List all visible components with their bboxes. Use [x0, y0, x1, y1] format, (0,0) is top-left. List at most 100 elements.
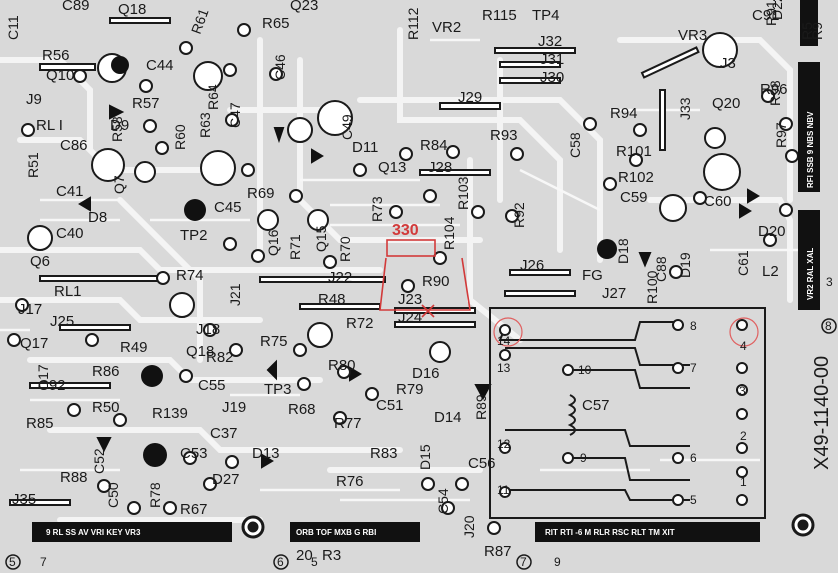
ref-tp3: TP3 — [264, 381, 292, 398]
ref-j28: J28 — [428, 159, 452, 176]
ref-d11: D11 — [352, 139, 378, 156]
ref-c44: C44 — [146, 57, 174, 74]
ref-r89: R89 — [473, 394, 489, 420]
ref-j27: J27 — [602, 285, 626, 302]
ref-j30: J30 — [540, 69, 564, 86]
ref-r85: R85 — [26, 415, 54, 432]
ref-c60: C60 — [704, 193, 732, 210]
ref-tp4: TP4 — [532, 7, 560, 24]
ref-r51: R51 — [25, 152, 41, 178]
ref-j3: J3 — [720, 55, 736, 72]
ref-q18: Q18 — [186, 343, 214, 360]
component-bodies — [27, 32, 741, 363]
ref-j19: J19 — [222, 399, 246, 416]
ref-q17: Q17 — [20, 335, 48, 352]
ref-r77: R77 — [334, 415, 362, 432]
ref-r88: R88 — [60, 469, 88, 486]
ref-20: 20 — [296, 547, 313, 564]
ref-r84: R84 — [420, 137, 448, 154]
ref-c88: C88 — [653, 256, 669, 282]
ref-d15: D15 — [417, 444, 433, 470]
ref-j22: J22 — [328, 269, 352, 286]
ref-q18: Q18 — [118, 1, 146, 18]
ref-c50: C50 — [105, 482, 121, 508]
ref-q20: Q20 — [712, 95, 740, 112]
ref-c57: C57 — [582, 397, 610, 414]
ref-q6: Q6 — [30, 253, 50, 270]
ref-r57: R57 — [132, 95, 160, 112]
ref-rli: RL I — [36, 117, 63, 134]
pin-marker: 5 — [9, 555, 16, 569]
ref-r49: R49 — [120, 339, 148, 356]
ref-r82: R82 — [206, 349, 234, 366]
relay-pin: 10 — [578, 363, 592, 377]
ref-j18: J18 — [196, 321, 220, 338]
ref-r94: R94 — [610, 105, 638, 122]
ref-r56: R56 — [42, 47, 70, 64]
ref-r96: R96 — [760, 81, 788, 98]
ref-c89: C89 — [62, 0, 90, 14]
ref-q23: Q23 — [290, 0, 318, 14]
ref-j26: J26 — [520, 257, 544, 274]
ref-c59: C59 — [620, 189, 648, 206]
ref-r101: R101 — [616, 143, 652, 160]
ref-c54: C54 — [435, 488, 451, 514]
diode-symbols — [78, 104, 760, 469]
relay-pin-circles — [493, 317, 759, 347]
relay-rl1 — [489, 307, 766, 519]
ref-r76: R76 — [336, 473, 364, 490]
relay-pin: 14 — [497, 334, 511, 348]
tp2-pad — [184, 199, 206, 221]
connector-strips — [32, 0, 820, 542]
ref-c55: C55 — [198, 377, 226, 394]
ref-r93: R93 — [490, 127, 518, 144]
ref-r112: R112 — [405, 7, 421, 40]
ref-d19: D19 — [677, 252, 693, 278]
component-fills — [111, 56, 617, 467]
ref-c47: C47 — [227, 102, 243, 128]
relay-pin: 13 — [497, 361, 511, 375]
ref-r67: R67 — [180, 501, 208, 518]
ref-r102: R102 — [618, 169, 654, 186]
ref-d20: D20 — [758, 223, 786, 240]
ref-vr3: VR3 — [678, 27, 707, 44]
pin-marker: 6 — [277, 555, 284, 569]
relay-pin-numbers: 14 8 4 13 10 7 3 12 9 6 2 11 5 1 — [497, 319, 747, 507]
note-330: 330 — [392, 222, 419, 239]
ref-l2: L2 — [762, 263, 779, 280]
ref-q13: Q13 — [378, 159, 406, 176]
strip-bottom-left: 9 RL SS AV VRI KEY VR3 — [46, 528, 141, 537]
ref-r63: R63 — [197, 112, 213, 138]
ref-r68: R68 — [288, 401, 316, 418]
relay-pin: 1 — [740, 475, 747, 489]
ref-c61: C61 — [735, 250, 751, 276]
ref-d17: D17 — [35, 364, 51, 390]
pin-marker: 7 — [520, 555, 527, 569]
ref-j25: J25 — [50, 313, 74, 330]
relay-pin: 6 — [690, 451, 697, 465]
ref-c37: C37 — [210, 425, 238, 442]
ref-r74: R74 — [176, 267, 204, 284]
pin-marker: 5 — [311, 555, 318, 569]
ref-j35: J35 — [12, 491, 36, 508]
relay-pin: 9 — [580, 451, 587, 465]
ref-tp2: TP2 — [180, 227, 208, 244]
relay-pin: 5 — [690, 493, 697, 507]
ref-r91: R91 — [763, 0, 779, 26]
ref-vr2: VR2 — [432, 19, 461, 36]
pcb-traces-thin — [0, 38, 800, 502]
ref-j32: J32 — [538, 33, 562, 50]
relay-pin: 4 — [740, 339, 747, 353]
ref-j29: J29 — [458, 89, 482, 106]
ref-d8: D8 — [88, 209, 107, 226]
ref-j33: J33 — [677, 97, 693, 120]
tp3-pad — [141, 365, 163, 387]
pin-marker: 8 — [825, 319, 832, 333]
mounting-holes — [241, 513, 815, 539]
ref-r9: R9 — [809, 22, 825, 40]
ref-j24: J24 — [398, 309, 422, 326]
pin-markers: 5 7 6 5 7 9 8 3 — [5, 275, 837, 570]
ref-j21: J21 — [227, 283, 243, 306]
ref-r3: R3 — [322, 547, 341, 564]
